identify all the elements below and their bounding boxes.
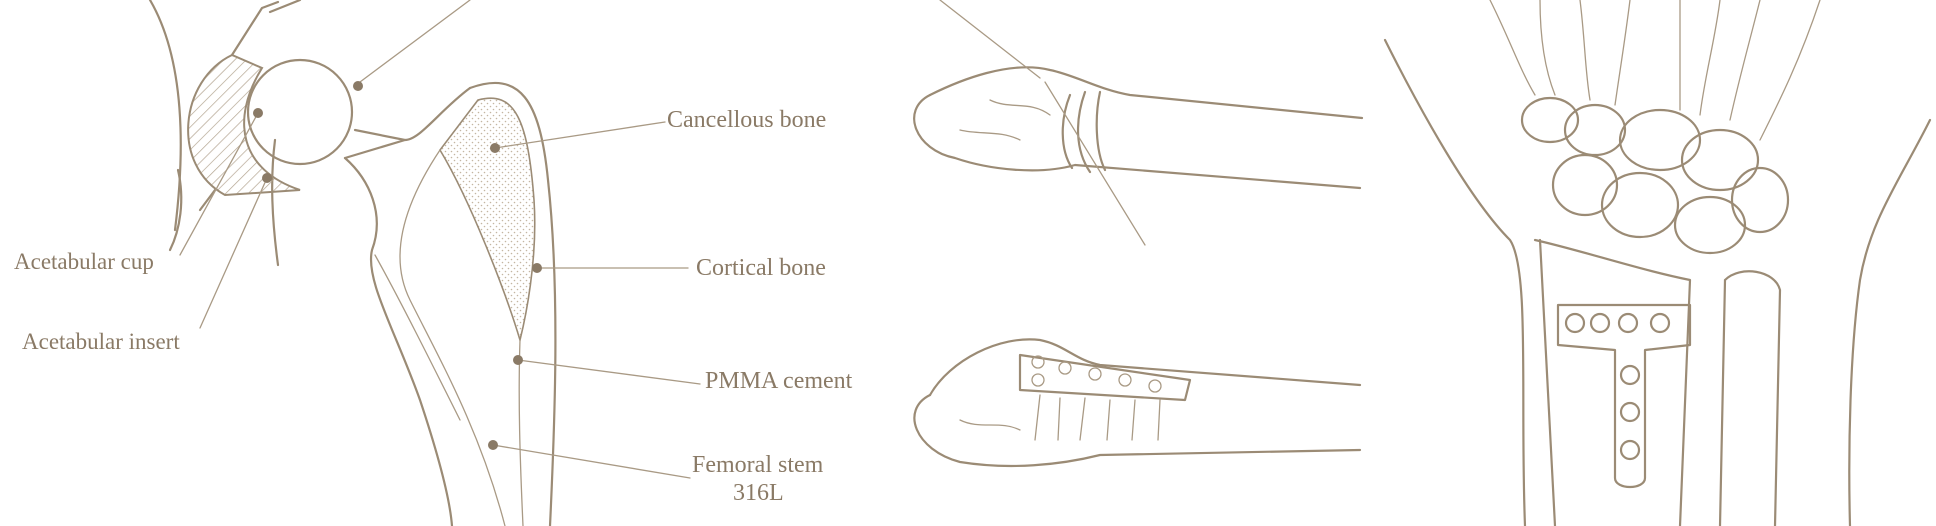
femur-outline	[468, 81, 557, 526]
leader-cancellous	[494, 121, 666, 149]
forearm-outline-right	[1848, 118, 1932, 526]
leader-head	[359, 0, 471, 83]
bone-plate	[1018, 353, 1192, 402]
acetabular-cup	[187, 53, 301, 197]
cancellous-region	[439, 97, 536, 344]
radius-bone	[1533, 238, 1692, 526]
label-femoral-stem: Femoral stem	[692, 452, 824, 478]
label-pmma-cement: PMMA cement	[705, 368, 853, 394]
bone-fixation-illustration	[913, 0, 1364, 468]
fixation-pin	[939, 0, 1041, 79]
wrist-plate-panel	[1380, 0, 1936, 526]
label-cancellous-bone: Cancellous bone	[667, 107, 827, 133]
label-acetabular-insert: Acetabular insert	[22, 329, 180, 354]
label-cortical-bone: Cortical bone	[696, 255, 826, 281]
hip-implant-panel: Cancellous bone Cortical bone PMMA cemen…	[0, 0, 900, 526]
hip-implant-illustration	[148, 0, 701, 526]
upper-bone	[913, 93, 1362, 190]
ulna-bone	[1718, 270, 1782, 526]
label-femoral-stem-material: 316L	[733, 480, 784, 506]
pelvis-outline-lower	[168, 168, 183, 252]
label-acetabular-cup: Acetabular cup	[14, 249, 154, 274]
leader-pmma	[517, 359, 701, 385]
wrist-plate-illustration	[1383, 0, 1932, 526]
forearm-outline-left	[1383, 38, 1527, 526]
pelvis-outline	[148, 0, 182, 232]
lower-bone	[913, 393, 1362, 468]
carpal-bones	[1520, 96, 1790, 255]
t-plate	[1556, 303, 1692, 489]
leader-stem	[492, 444, 691, 479]
plate-screws	[1031, 355, 1162, 441]
leader-cup	[179, 112, 259, 256]
bone-fixation-panel	[900, 0, 1380, 526]
femoral-head	[246, 58, 354, 166]
leader-insert	[199, 177, 268, 329]
